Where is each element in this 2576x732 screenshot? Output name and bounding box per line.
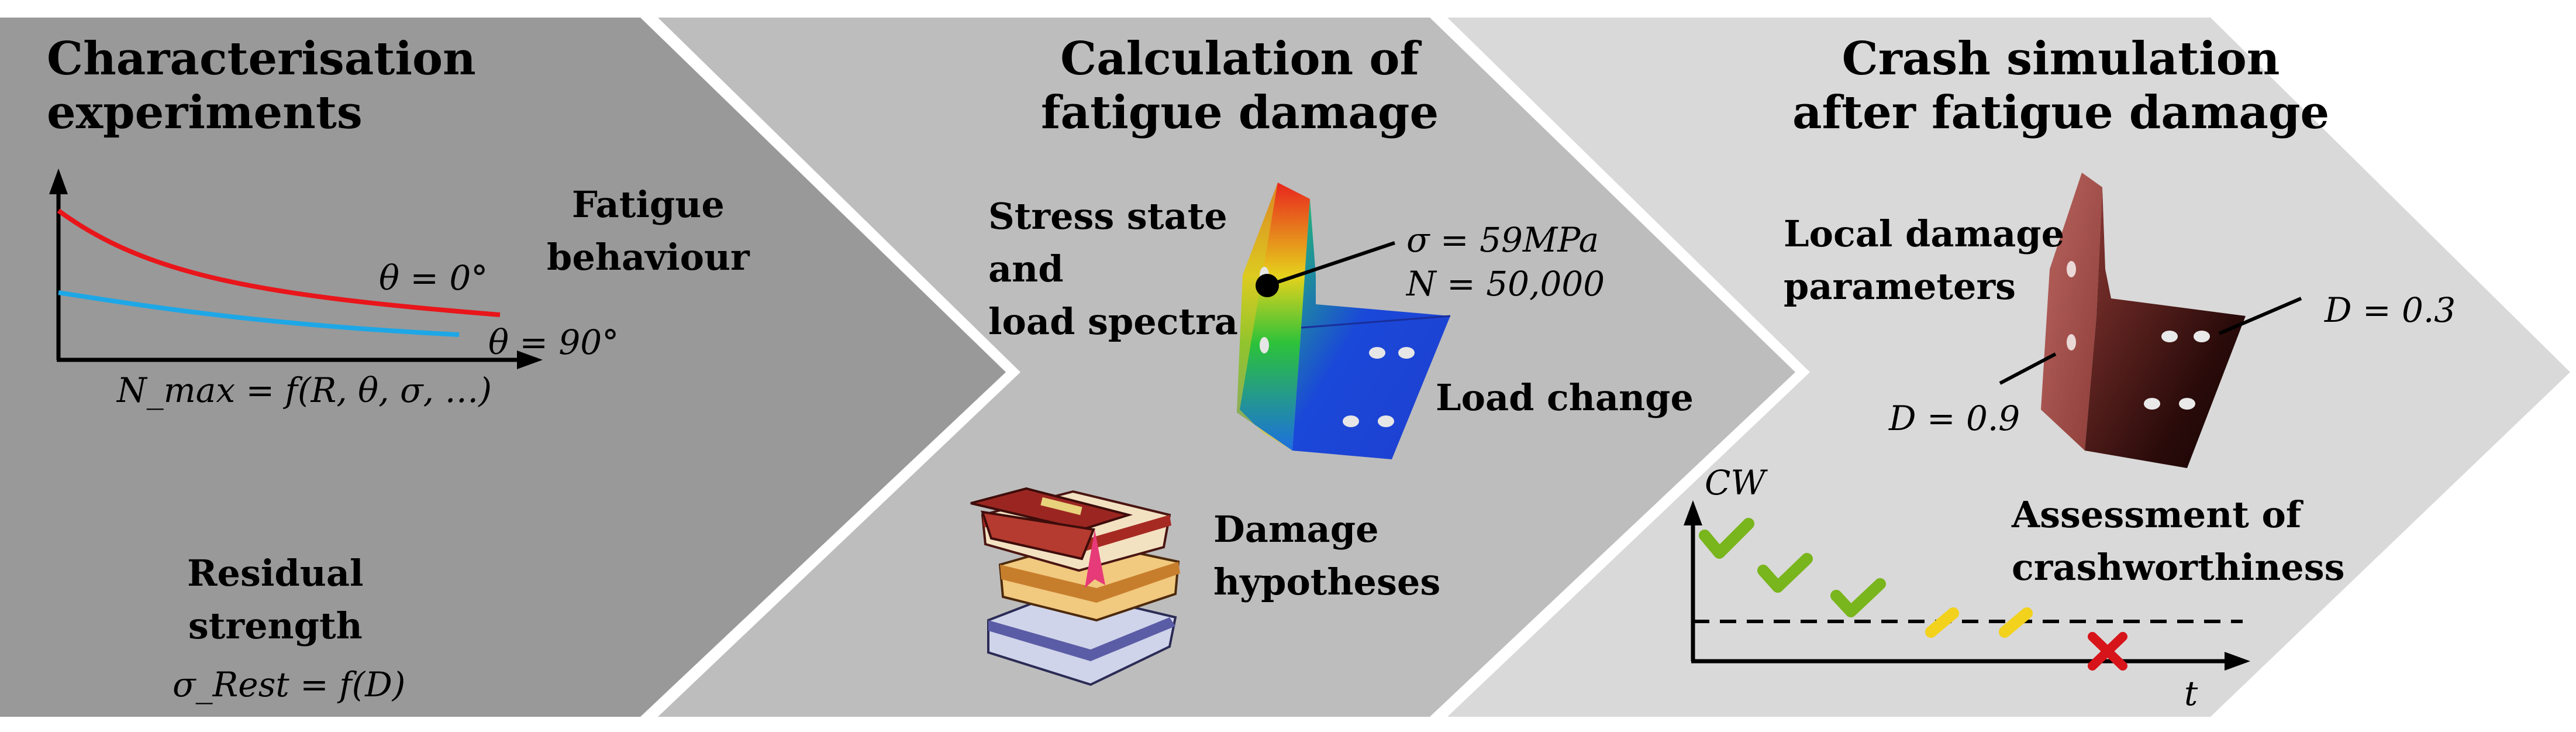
residual-formula: σ_Rest = f(D)	[173, 665, 406, 704]
book-label	[1040, 497, 1082, 516]
t-axis-label: t	[2184, 673, 2198, 713]
fatigue-behaviour-label: Fatigue behaviour	[547, 183, 750, 279]
book-bookmark	[1085, 530, 1105, 588]
panel-calculation-title: Calculation of fatigue damage	[1041, 32, 1439, 139]
damage-hole	[2067, 334, 2076, 350]
cycles-label: N = 50,000	[1406, 264, 1605, 304]
damage-bracket-floor	[2085, 187, 2246, 468]
nmax-formula: N_max = f(R, θ, σ, …)	[117, 370, 492, 410]
load-change-label: Load change	[1436, 376, 1694, 419]
residual-strength-label: Residual strength	[187, 552, 364, 647]
fatigue-chart-y-arrow	[49, 169, 68, 194]
stress-pointer-dot	[1256, 274, 1279, 297]
check-icon	[1830, 578, 1886, 617]
fe-hole	[1398, 347, 1415, 359]
fatigue-chart	[49, 169, 543, 369]
stress-fe-model	[1237, 183, 1451, 459]
stress-pointer-line	[1267, 241, 1395, 287]
sn-curve-0deg	[57, 208, 501, 317]
theta-0-label: θ = 0°	[379, 258, 488, 298]
fe-hole	[1369, 347, 1385, 359]
damage-pointer-right	[2218, 297, 2302, 335]
fe-hole	[1343, 415, 1359, 427]
local-damage-label: Local damage parameters	[1784, 212, 2065, 308]
damage-hypotheses-label: Damage hypotheses	[1213, 508, 1441, 603]
theta-90-label: θ = 90°	[488, 322, 619, 362]
damage-hole	[2067, 261, 2076, 277]
title-line: experiments	[47, 86, 363, 139]
cw-axis-label: CW	[1705, 463, 1765, 503]
damage-value-right: D = 0.3	[2325, 290, 2456, 330]
fe-bracket-left-wall	[1237, 183, 1292, 451]
book-middle-cover	[1000, 562, 1180, 603]
check-icon	[1757, 553, 1813, 593]
damage-pointer-left	[1999, 352, 2057, 385]
title-line: Characterisation	[47, 32, 476, 85]
sn-curve-90deg	[58, 290, 460, 337]
panel-calculation-background	[658, 18, 1795, 717]
fe-bracket-floor	[1292, 199, 1450, 459]
fe-bracket-edge	[1301, 315, 1451, 329]
stress-state-label: Stress state and load spectra	[988, 195, 1238, 343]
panel-crash-title: Crash simulation after fatigue damage	[1792, 32, 2330, 139]
assessment-label: Assessment of crashworthiness	[2012, 493, 2345, 589]
damage-value-left: D = 0.9	[1889, 398, 2020, 438]
crashworthiness-chart	[1684, 500, 2250, 671]
warning-dash-icon	[1925, 607, 1959, 638]
damage-hole	[2144, 398, 2160, 410]
fatigue-chart-x-arrow	[517, 350, 543, 369]
fe-hole	[1260, 337, 1269, 353]
damage-bracket-back-wall	[2041, 173, 2102, 451]
book-bottom-cover	[988, 617, 1175, 661]
damage-hole	[2194, 331, 2210, 342]
books-icon	[970, 487, 1180, 686]
check-icon	[1699, 518, 1754, 559]
damage-hole	[2179, 398, 2195, 410]
panel-characterisation-title: Characterisation experiments	[47, 32, 476, 140]
warning-dash-icon	[1999, 607, 2033, 638]
cw-chart-x-arrow	[2225, 652, 2250, 671]
cw-chart-y-arrow	[1684, 500, 1702, 525]
fail-cross-icon	[2088, 632, 2127, 671]
book-top-cover	[981, 510, 1095, 561]
damage-fe-model	[1999, 173, 2302, 468]
panel-characterisation-background	[0, 18, 1006, 717]
fe-hole	[1378, 415, 1394, 427]
damage-hole	[2161, 331, 2178, 342]
sigma-label: σ = 59MPa	[1406, 220, 1599, 260]
